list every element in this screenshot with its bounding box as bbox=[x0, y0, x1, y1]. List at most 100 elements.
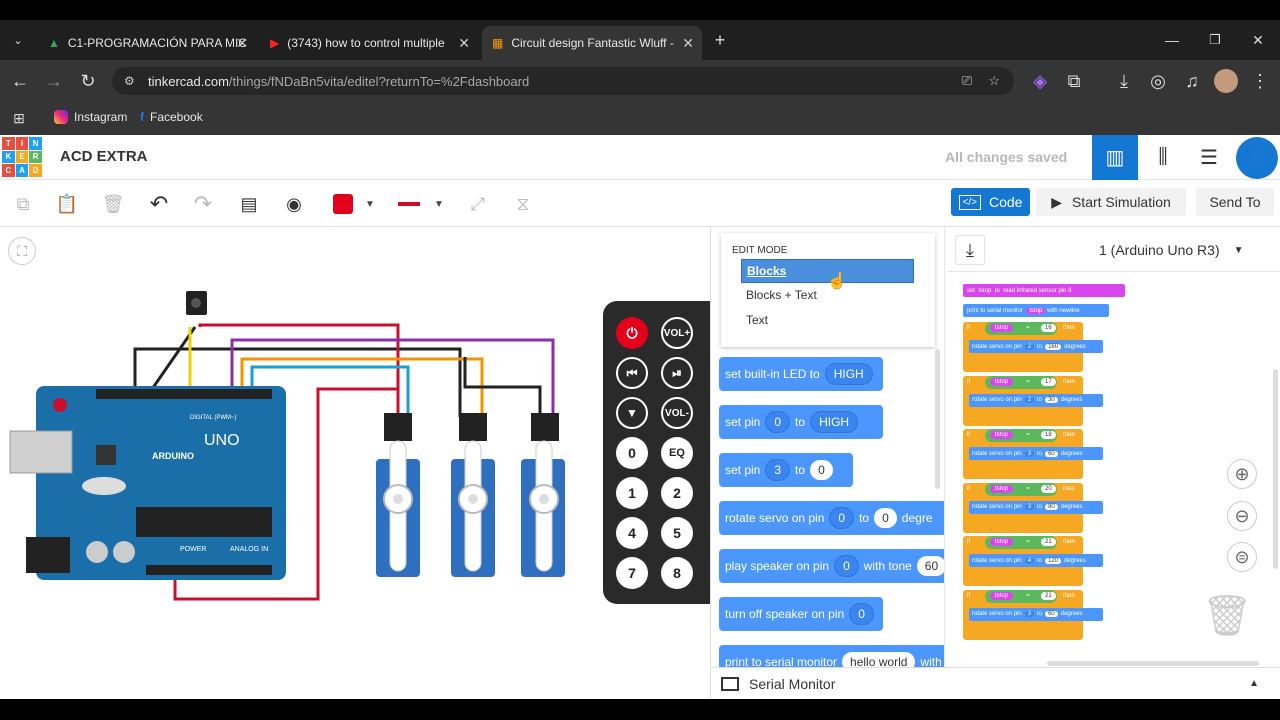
value-dropdown[interactable]: HIGH bbox=[824, 363, 873, 385]
block-set-pin-value[interactable]: set pin 3 to 0 bbox=[719, 453, 853, 487]
minimize-icon[interactable]: — bbox=[1165, 32, 1179, 48]
download-icon[interactable]: ⤓ bbox=[1120, 70, 1128, 91]
view-notes-icon[interactable]: ◉ bbox=[286, 193, 302, 214]
component-list-icon[interactable]: ☰ bbox=[1200, 147, 1218, 169]
value-input[interactable]: 0 bbox=[874, 508, 897, 528]
delete-icon[interactable]: 🗑 bbox=[101, 193, 125, 214]
wire-type-picker[interactable] bbox=[398, 202, 420, 206]
bookmark-star-icon[interactable]: ☆ bbox=[988, 73, 1000, 88]
rotate-servo-block[interactable]: rotate servo on pin 4 to 120 degrees bbox=[969, 554, 1103, 567]
serial-monitor-bar[interactable]: Serial Monitor ▲ bbox=[711, 667, 1280, 699]
tab-search-icon[interactable]: ⌄ bbox=[13, 34, 23, 47]
prev-track-icon[interactable]: ⏮ bbox=[616, 357, 648, 389]
zoom-in-icon[interactable]: ⊕ bbox=[1227, 459, 1257, 489]
zoom-out-icon[interactable]: ⊖ bbox=[1227, 501, 1257, 531]
code-button[interactable]: </> Code bbox=[951, 188, 1030, 216]
remote-key-1[interactable]: 1 bbox=[616, 477, 648, 509]
circuit-canvas[interactable]: ⛶ bbox=[0, 227, 710, 699]
remote-key-4[interactable]: 4 bbox=[616, 517, 648, 549]
pin-dropdown[interactable]: 0 bbox=[849, 603, 874, 625]
media-icon[interactable]: ♫ bbox=[1185, 70, 1199, 91]
remote-key-8[interactable]: 8 bbox=[661, 557, 693, 589]
board-select[interactable]: 1 (Arduino Uno R3) ▼ bbox=[1099, 237, 1269, 263]
remote-vol-down[interactable]: VOL- bbox=[661, 397, 693, 429]
remote-key-7[interactable]: 7 bbox=[616, 557, 648, 589]
remote-key-2[interactable]: 2 bbox=[661, 477, 693, 509]
browser-tab-3[interactable]: ▦ Circuit design Fantastic Wluff - ✕ bbox=[482, 26, 702, 60]
copy-icon[interactable]: ⧉ bbox=[16, 193, 30, 214]
pin-dropdown[interactable]: 3 bbox=[765, 459, 791, 481]
restore-icon[interactable]: ❐ bbox=[1209, 32, 1221, 47]
menu-kebab-icon[interactable]: ⋮ bbox=[1251, 70, 1269, 91]
undo-icon[interactable]: ↶ bbox=[149, 191, 169, 216]
workspace-hscroll[interactable] bbox=[1047, 661, 1259, 666]
rotate-servo-block[interactable]: rotate servo on pin 3 to 80 degrees bbox=[969, 500, 1103, 514]
redo-icon[interactable]: ↷ bbox=[193, 191, 213, 216]
close-tab-icon[interactable]: ✕ bbox=[236, 34, 248, 51]
circuit-view-icon[interactable]: ▥ bbox=[1092, 135, 1138, 180]
performance-icon[interactable]: ◎ bbox=[1150, 70, 1166, 91]
remote-vol-up[interactable]: VOL+ bbox=[661, 317, 693, 349]
value-dropdown[interactable]: HIGH bbox=[810, 411, 859, 433]
send-to-button[interactable]: Send To bbox=[1196, 188, 1274, 216]
block-turn-off-speaker[interactable]: turn off speaker on pin 0 bbox=[719, 597, 883, 631]
flip-icon[interactable]: ⧖ bbox=[516, 193, 530, 214]
extensions-puzzle-icon[interactable]: ⧉ bbox=[1067, 70, 1081, 91]
extension-icon[interactable]: ◈ bbox=[1033, 70, 1047, 91]
color-picker[interactable] bbox=[333, 194, 353, 214]
rotate-servo-block[interactable]: rotate servo on pin 3 to 60 degrees bbox=[969, 447, 1103, 460]
bookmark-instagram[interactable]: Instagram bbox=[54, 110, 127, 124]
back-icon[interactable]: ← bbox=[11, 70, 29, 91]
apps-grid-icon[interactable]: ⊞ bbox=[13, 109, 25, 126]
browser-tab-1[interactable]: ▲ C1-PROGRAMACIÓN PARA MIC ✕ bbox=[38, 26, 256, 60]
forward-icon[interactable]: → bbox=[45, 70, 63, 91]
close-tab-icon[interactable]: ✕ bbox=[682, 34, 694, 51]
reload-icon[interactable]: ↻ bbox=[80, 70, 96, 91]
edit-mode-option-blocks-text[interactable]: Blocks + Text bbox=[746, 288, 817, 302]
download-code-icon[interactable]: ⤓ bbox=[955, 235, 985, 265]
rotate-servo-block[interactable]: rotate servo on pin 3 to 60 degrees bbox=[969, 607, 1103, 621]
browser-tab-2[interactable]: ▶ (3743) how to control multiple ✕ bbox=[260, 26, 478, 60]
remote-key-0[interactable]: 0 bbox=[616, 437, 648, 469]
site-info-icon[interactable]: ⚙ bbox=[124, 74, 135, 88]
rotate-servo-block[interactable]: rotate servo on pin 2 to 160 degrees bbox=[969, 340, 1103, 353]
rotate-icon[interactable]: ⤢ bbox=[470, 193, 486, 214]
block-set-builtin-led[interactable]: set built-in LED to HIGH bbox=[719, 357, 883, 391]
user-avatar-icon[interactable]: 👤 bbox=[1236, 137, 1278, 179]
url-input[interactable]: ⚙ tinkercad.com/things/fNDaBn5vita/edite… bbox=[112, 67, 1014, 95]
print-serial-block[interactable]: print to serial monitor tstop with newli… bbox=[963, 304, 1109, 317]
trash-icon[interactable]: 🗑 bbox=[1201, 593, 1253, 638]
block-rotate-servo[interactable]: rotate servo on pin 0 to 0 degre bbox=[719, 501, 944, 535]
blocks-workspace[interactable]: set tstop to read infrared sensor pin 8 … bbox=[947, 271, 1280, 663]
remote-key-5[interactable]: 5 bbox=[661, 517, 693, 549]
workspace-vscroll[interactable] bbox=[1273, 369, 1278, 569]
profile-avatar[interactable] bbox=[1214, 69, 1238, 93]
new-tab-icon[interactable]: + bbox=[714, 29, 726, 50]
remote-key-eq[interactable]: EQ bbox=[661, 437, 693, 469]
zoom-reset-icon[interactable]: ⊜ bbox=[1227, 542, 1257, 572]
palette-scrollbar[interactable] bbox=[935, 349, 940, 489]
wire-dropdown-icon[interactable]: ▼ bbox=[434, 198, 444, 210]
bookmark-facebook[interactable]: f Facebook bbox=[140, 110, 203, 124]
rotate-servo-block[interactable]: rotate servo on pin 2 to 30 degrees bbox=[969, 393, 1103, 407]
pin-dropdown[interactable]: 0 bbox=[834, 555, 859, 577]
block-print-serial[interactable]: print to serial monitor hello world with bbox=[719, 645, 944, 667]
project-title[interactable]: ACD EXTRA bbox=[60, 148, 148, 165]
notes-icon[interactable]: ▤ bbox=[240, 193, 258, 214]
schematic-view-icon[interactable]: ⫼ bbox=[1158, 146, 1168, 168]
power-button-icon[interactable]: ⏻ bbox=[616, 317, 648, 349]
close-window-icon[interactable]: ✕ bbox=[1252, 31, 1264, 48]
start-simulation-button[interactable]: ▶ Start Simulation bbox=[1036, 188, 1186, 216]
value-input[interactable]: 60 bbox=[916, 556, 944, 576]
install-app-icon[interactable]: ⎚ bbox=[961, 73, 972, 88]
pin-dropdown[interactable]: 0 bbox=[829, 507, 855, 529]
edit-mode-option-blocks[interactable]: Blocks bbox=[741, 259, 914, 283]
expand-up-icon[interactable]: ▲ bbox=[1249, 678, 1259, 689]
